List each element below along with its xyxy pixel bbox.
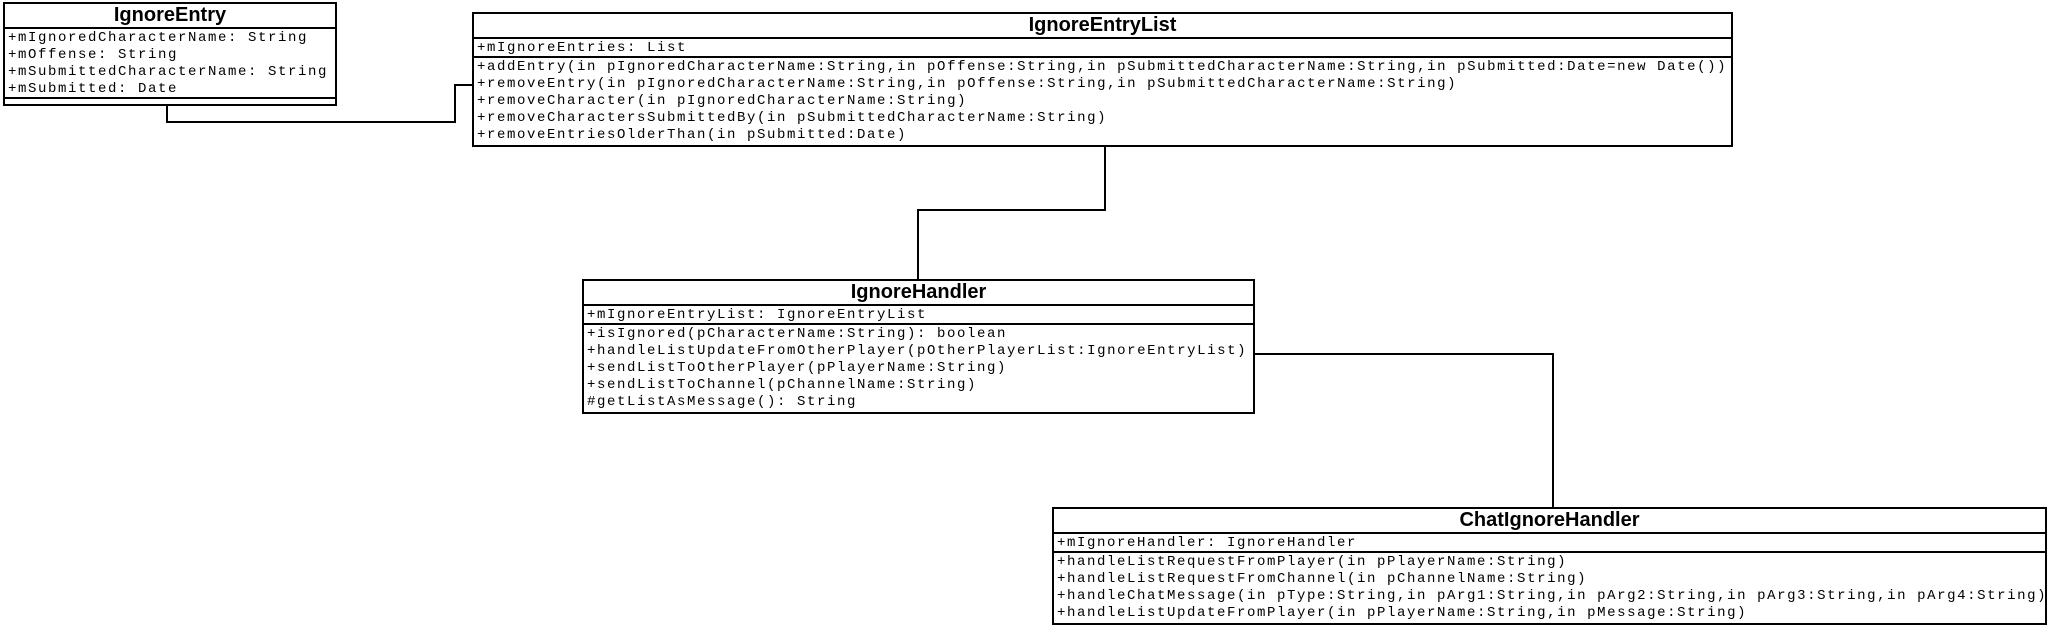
- method-line: +addEntry(in pIgnoredCharacterName:Strin…: [477, 59, 1728, 75]
- attribute-line: +mIgnoredCharacterName: String: [8, 30, 309, 46]
- method-line: +handleListUpdateFromPlayer(in pPlayerNa…: [1057, 605, 1748, 621]
- attribute-line: +mIgnoreEntryList: IgnoreEntryList: [587, 307, 928, 323]
- method-line: +handleListUpdateFromOtherPlayer(pOtherP…: [587, 343, 1248, 359]
- attribute-line: +mSubmittedCharacterName: String: [8, 64, 329, 80]
- method-line: +isIgnored(pCharacterName:String): boole…: [587, 326, 1008, 342]
- class-title-ignore-entry-list: IgnoreEntryList: [474, 14, 1731, 39]
- method-line: +handleListRequestFromPlayer(in pPlayerN…: [1057, 554, 1568, 570]
- class-box-ignore-entry-list: IgnoreEntryList +mIgnoreEntries: List +a…: [472, 12, 1733, 147]
- edge-ignoreentry-ignoreentrylist-seg3: [454, 84, 456, 123]
- class-methods-ignore-entry-empty: [5, 99, 335, 104]
- method-line: +handleChatMessage(in pType:String,in pA…: [1057, 588, 2045, 604]
- attribute-line: +mOffense: String: [8, 47, 179, 63]
- method-line: +removeEntriesOlderThan(in pSubmitted:Da…: [477, 127, 908, 143]
- method-line: +sendListToChannel(pChannelName:String): [587, 377, 978, 393]
- class-box-ignore-entry: IgnoreEntry +mIgnoredCharacterName: Stri…: [3, 2, 337, 106]
- method-line: +sendListToOtherPlayer(pPlayerName:Strin…: [587, 360, 1008, 376]
- method-line: #getListAsMessage(): String: [587, 394, 858, 410]
- edge-ignorehandler-chatignorehandler-seg2: [1552, 353, 1554, 509]
- edge-ignoreentry-ignoreentrylist-seg4: [454, 84, 474, 86]
- class-box-chat-ignore-handler: ChatIgnoreHandler +mIgnoreHandler: Ignor…: [1052, 507, 2047, 625]
- attribute-line: +mIgnoreEntries: List: [477, 40, 688, 56]
- class-methods-ignore-handler: +isIgnored(pCharacterName:String): boole…: [584, 325, 1253, 412]
- class-attributes-chat-ignore-handler: +mIgnoreHandler: IgnoreHandler: [1054, 534, 2045, 553]
- edge-ignoreentry-ignoreentrylist-seg1: [166, 104, 168, 123]
- class-methods-chat-ignore-handler: +handleListRequestFromPlayer(in pPlayerN…: [1054, 553, 2045, 623]
- edge-ignoreentrylist-ignorehandler-seg3: [917, 209, 919, 281]
- method-line: +removeCharacter(in pIgnoredCharacterNam…: [477, 93, 968, 109]
- edge-ignoreentry-ignoreentrylist-seg2: [166, 121, 456, 123]
- edge-ignorehandler-chatignorehandler-seg1: [1253, 353, 1554, 355]
- attribute-line: +mSubmitted: Date: [8, 81, 179, 97]
- edge-ignoreentrylist-ignorehandler-seg1: [1104, 145, 1106, 211]
- method-line: +removeCharactersSubmittedBy(in pSubmitt…: [477, 110, 1108, 126]
- class-attributes-ignore-entry-list: +mIgnoreEntries: List: [474, 39, 1731, 58]
- class-attributes-ignore-entry: +mIgnoredCharacterName: String +mOffense…: [5, 29, 335, 99]
- class-attributes-ignore-handler: +mIgnoreEntryList: IgnoreEntryList: [584, 306, 1253, 325]
- edge-ignoreentrylist-ignorehandler-seg2: [917, 209, 1106, 211]
- attribute-line: +mIgnoreHandler: IgnoreHandler: [1057, 535, 1358, 551]
- method-line: +removeEntry(in pIgnoredCharacterName:St…: [477, 76, 1458, 92]
- class-title-chat-ignore-handler: ChatIgnoreHandler: [1054, 509, 2045, 534]
- method-line: +handleListRequestFromChannel(in pChanne…: [1057, 571, 1588, 587]
- class-box-ignore-handler: IgnoreHandler +mIgnoreEntryList: IgnoreE…: [582, 279, 1255, 414]
- class-title-ignore-handler: IgnoreHandler: [584, 281, 1253, 306]
- class-title-ignore-entry: IgnoreEntry: [5, 4, 335, 29]
- class-methods-ignore-entry-list: +addEntry(in pIgnoredCharacterName:Strin…: [474, 58, 1731, 145]
